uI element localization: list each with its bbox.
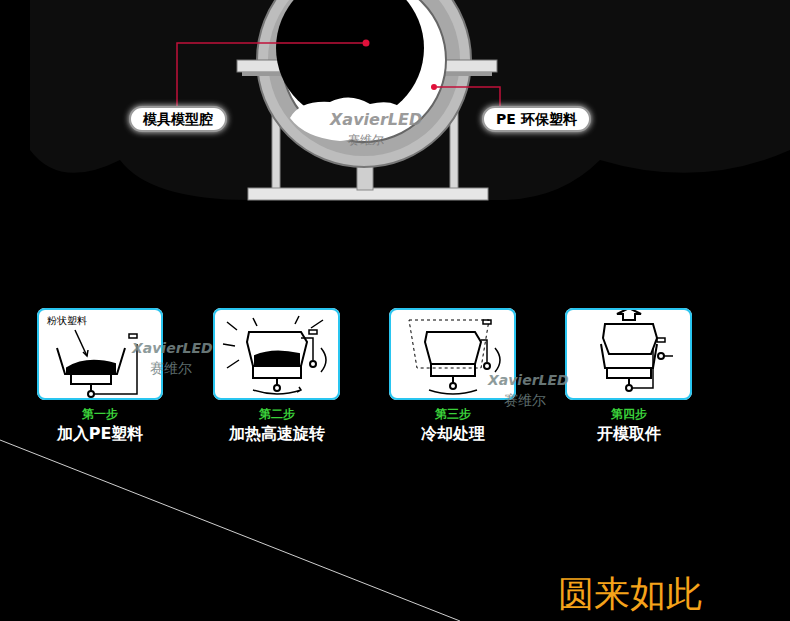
callout-pill: PE 环保塑料: [482, 106, 591, 132]
watermark: 赛维尔: [150, 360, 192, 378]
watermark: XavierLED: [132, 340, 213, 356]
step-number: 第四步: [557, 406, 700, 423]
step-box: 第二步加热高速旋转: [213, 308, 340, 400]
step-name: 开模取件: [547, 424, 710, 445]
watermark: 赛维尔: [348, 132, 384, 149]
callout-text: 模具模型腔: [143, 110, 213, 128]
step-name: 加热高速旋转: [195, 424, 358, 445]
slogan: 圆来如此: [558, 570, 702, 619]
note-text: 粉状塑料: [47, 314, 87, 328]
divider-line: [0, 440, 460, 621]
step-illustrations: [37, 308, 692, 400]
step-number: 第三步: [381, 406, 524, 423]
callout-pill: 模具模型腔: [129, 106, 227, 132]
callout-text: PE 环保塑料: [496, 110, 577, 128]
step-number: 第一步: [29, 406, 171, 423]
step-name: 冷却处理: [371, 424, 534, 445]
drum-machine: [177, 0, 500, 200]
step-box: 第四步开模取件: [565, 308, 692, 400]
step-name: 加入PE塑料: [19, 424, 181, 445]
watermark: XavierLED: [330, 110, 422, 129]
watermark: 赛维尔: [504, 392, 546, 410]
watermark: XavierLED: [488, 372, 569, 388]
step-number: 第二步: [205, 406, 348, 423]
